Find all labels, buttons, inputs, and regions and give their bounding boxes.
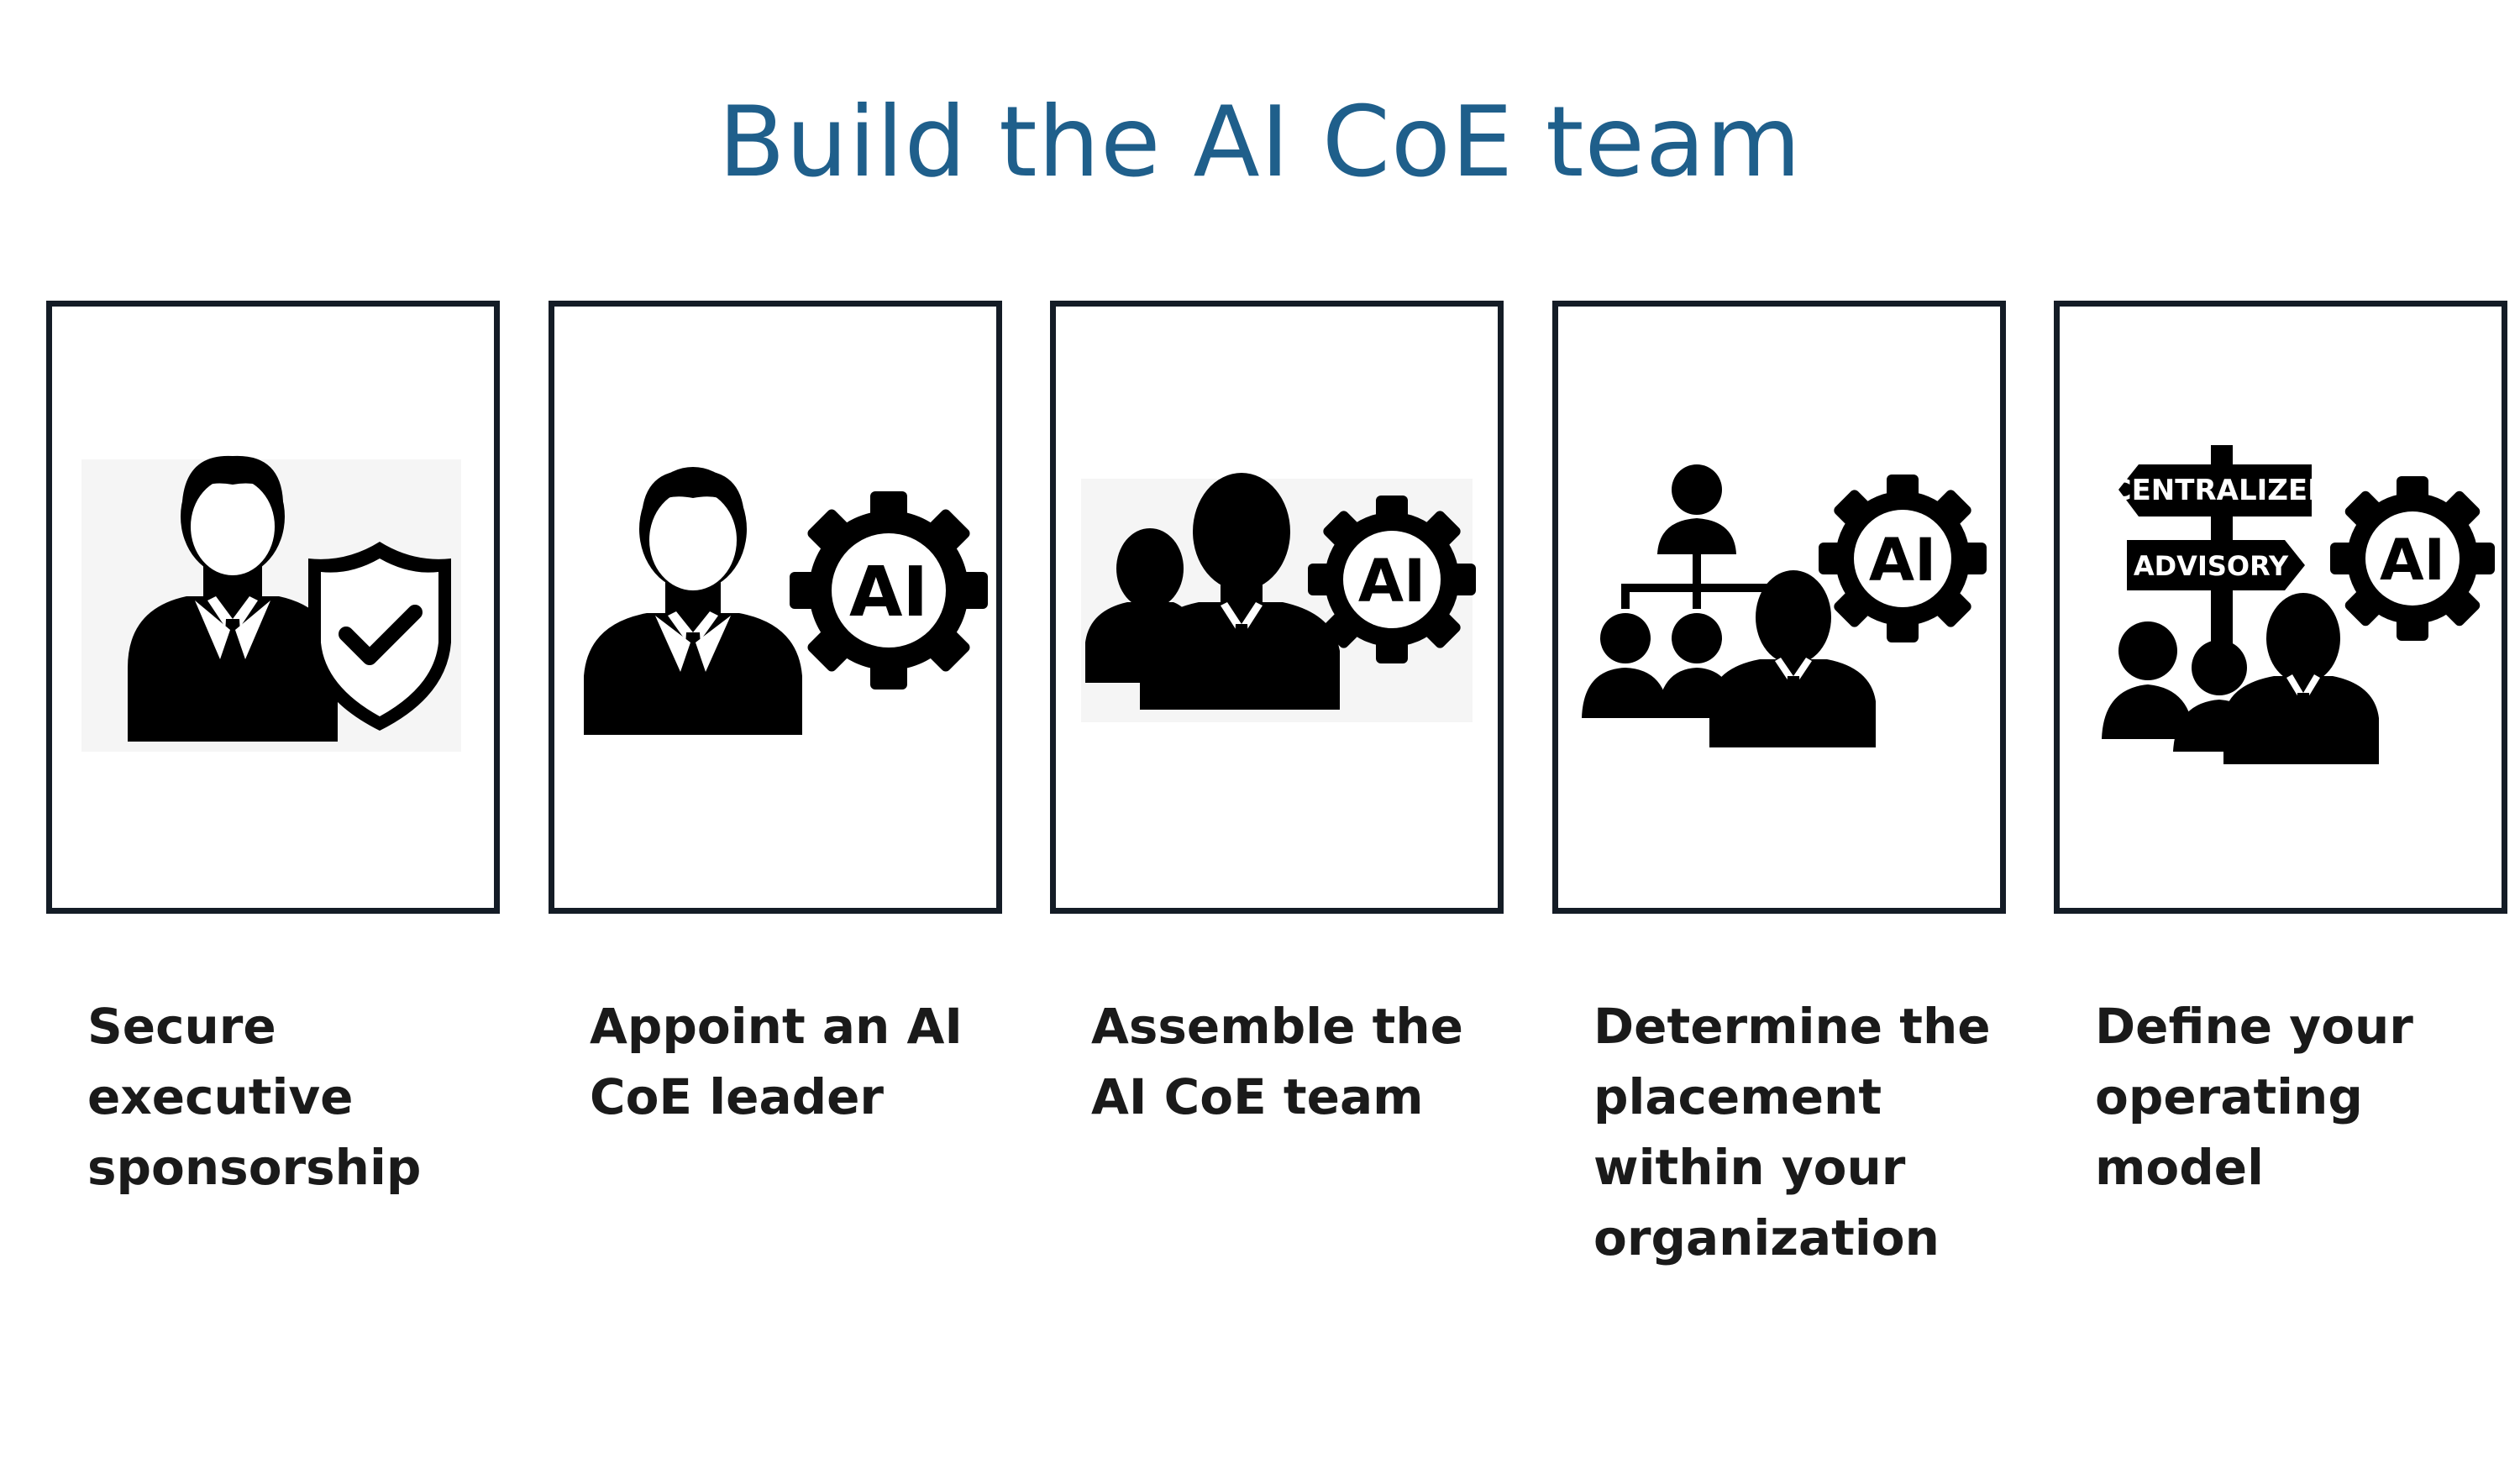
step-label-5: Define your operating model <box>2095 998 2413 1196</box>
page-title: Build the AI CoE team <box>718 86 1802 199</box>
step-card-3: AI <box>1050 301 1504 914</box>
step-card-2: AI <box>549 301 1002 914</box>
leader-ai-gear-icon: AI <box>584 467 988 735</box>
step-card-5: CENTRALIZED ADVISORY AI <box>2054 301 2507 914</box>
step-label-1: Secure executive sponsorship <box>87 998 422 1196</box>
gear-ai-text: AI <box>1869 526 1936 595</box>
step-label-3: Assemble the AI CoE team <box>1091 998 1463 1125</box>
gear-ai-text: AI <box>849 553 928 632</box>
signpost-team-ai-gear-icon: CENTRALIZED ADVISORY AI <box>2102 445 2495 764</box>
step-label-4: Determine the placement within your orga… <box>1593 998 1991 1266</box>
executive-shield-check-icon <box>81 455 461 752</box>
step-card-1 <box>46 301 500 914</box>
gear-ai-text: AI <box>2380 527 2445 594</box>
org-chart-ai-gear-icon: AI <box>1582 464 1987 747</box>
team-ai-gear-icon: AI <box>1081 473 1476 722</box>
step-card-4: AI <box>1552 301 2006 914</box>
signpost-bottom-text: ADVISORY <box>2134 550 2289 582</box>
signpost-top-text: CENTRALIZED <box>2111 474 2332 507</box>
gear-ai-text: AI <box>1358 547 1425 616</box>
step-label-2: Appoint an AI CoE leader <box>590 998 963 1125</box>
